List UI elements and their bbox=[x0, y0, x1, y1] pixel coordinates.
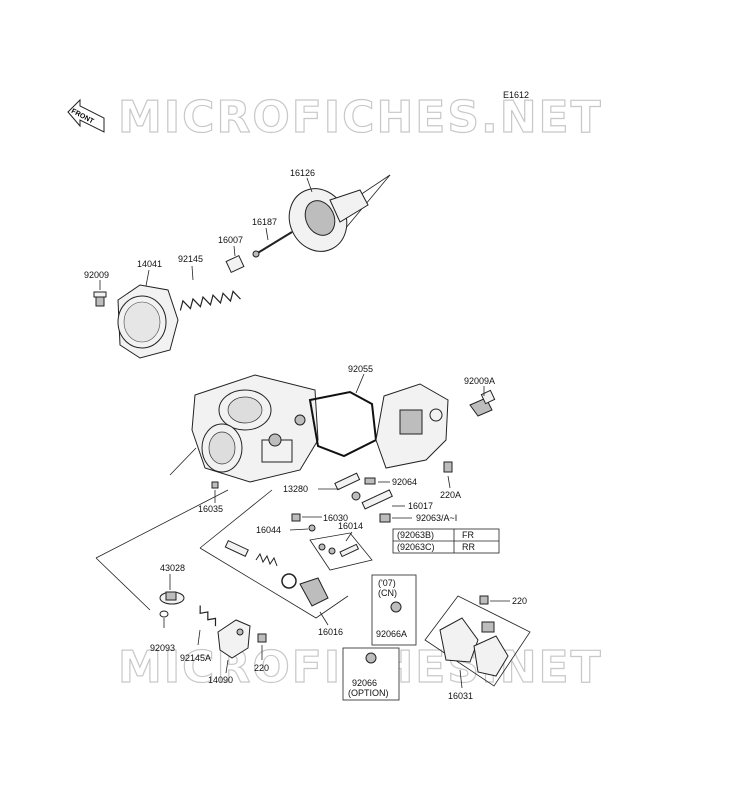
label-16035: 16035 bbox=[198, 504, 223, 514]
label-14041: 14041 bbox=[137, 259, 162, 269]
front-arrow-icon: FRONT bbox=[67, 98, 105, 133]
float-assembly bbox=[424, 595, 531, 687]
starter-plunger bbox=[224, 539, 329, 607]
label-220A: 220A bbox=[440, 490, 461, 500]
label-92066A: 92066A bbox=[376, 629, 407, 639]
label-43028: 43028 bbox=[160, 563, 185, 573]
leader-line bbox=[355, 373, 365, 394]
jet-position-table: (92063B) FR (92063C) RR bbox=[392, 528, 500, 554]
choke-cover bbox=[217, 619, 251, 659]
option-note: (OPTION) bbox=[348, 688, 389, 698]
bowl-screw bbox=[469, 389, 496, 417]
leader-line bbox=[265, 227, 269, 241]
label-220-float: 220 bbox=[512, 596, 527, 606]
pilot-screw-set bbox=[309, 532, 373, 571]
cn-model-box: ('07) (CN) 92066A bbox=[371, 574, 417, 646]
label-14090: 14090 bbox=[208, 675, 233, 685]
leader-line bbox=[191, 265, 194, 281]
leader-line bbox=[197, 629, 201, 646]
label-16044: 16044 bbox=[256, 525, 281, 535]
main-jet-holder bbox=[364, 477, 376, 485]
needle-clip bbox=[252, 250, 260, 258]
label-16017: 16017 bbox=[408, 501, 433, 511]
vacuum-piston-diaphragm bbox=[288, 188, 369, 252]
needle-jet bbox=[361, 489, 393, 510]
pilot-screw-part bbox=[211, 481, 219, 489]
pilot-jet bbox=[291, 513, 301, 522]
label-92009A: 92009A bbox=[464, 376, 495, 386]
leader-line bbox=[95, 489, 229, 559]
cn-note-region: (CN) bbox=[378, 588, 397, 598]
carburetor-top-cover bbox=[117, 284, 179, 359]
label-13280: 13280 bbox=[283, 484, 308, 494]
label-16126: 16126 bbox=[290, 168, 315, 178]
option-box: 92066 (OPTION) bbox=[342, 647, 400, 701]
jet-table-row-1-position: FR bbox=[462, 530, 474, 540]
choke-cover-screw bbox=[257, 633, 267, 643]
label-92055: 92055 bbox=[348, 364, 373, 374]
jet-needle bbox=[255, 231, 293, 255]
cn-note-year: ('07) bbox=[378, 578, 396, 588]
float-bowl-gasket bbox=[308, 390, 378, 458]
jet-table-row-1-part: (92063B) bbox=[397, 530, 434, 540]
label-92064: 92064 bbox=[392, 477, 417, 487]
label-220-choke: 220 bbox=[254, 663, 269, 673]
piston-spring bbox=[179, 290, 241, 311]
label-16031: 16031 bbox=[448, 691, 473, 701]
watermark-top: MICROFICHES.NET bbox=[118, 92, 603, 143]
label-16187: 16187 bbox=[252, 217, 277, 227]
label-16016: 16016 bbox=[318, 627, 343, 637]
float-pin-screw bbox=[479, 595, 489, 605]
leader-line bbox=[199, 489, 273, 549]
label-16007: 16007 bbox=[218, 235, 243, 245]
leader-line bbox=[319, 611, 329, 626]
o-ring bbox=[159, 610, 169, 618]
float-bowl-chamber bbox=[375, 383, 449, 469]
plug-92066 bbox=[365, 652, 377, 664]
label-16014: 16014 bbox=[338, 521, 363, 531]
plug-92066A bbox=[390, 601, 402, 613]
carburetor-body bbox=[191, 374, 319, 483]
label-92009: 92009 bbox=[84, 270, 109, 280]
leader-line bbox=[95, 557, 151, 611]
choke-cable-bracket bbox=[159, 591, 185, 605]
label-16030: 16030 bbox=[323, 513, 348, 523]
vent-pipe bbox=[334, 472, 361, 501]
jet-table-row-2-position: RR bbox=[462, 542, 475, 552]
label-92093: 92093 bbox=[150, 643, 175, 653]
leader-line bbox=[145, 269, 150, 287]
leader-line bbox=[233, 245, 236, 257]
leader-line bbox=[169, 447, 197, 476]
needle-holder bbox=[225, 254, 245, 274]
leader-line bbox=[199, 547, 349, 619]
choke-spring bbox=[199, 605, 217, 627]
diagram-code: E1612 bbox=[503, 90, 529, 100]
jet-table-row-2-part: (92063C) bbox=[397, 542, 435, 552]
leader-line bbox=[289, 528, 309, 531]
leader-line bbox=[459, 669, 463, 689]
drain-screw bbox=[443, 461, 453, 473]
o-ring-small bbox=[308, 524, 316, 532]
label-92145: 92145 bbox=[178, 254, 203, 264]
leader-line bbox=[225, 659, 229, 674]
main-jet bbox=[379, 513, 391, 523]
leader-line bbox=[345, 531, 353, 542]
leader-line bbox=[447, 475, 451, 489]
leader-line bbox=[306, 177, 313, 193]
label-92066: 92066 bbox=[352, 678, 377, 688]
label-92145A: 92145A bbox=[180, 653, 211, 663]
label-92063: 92063/A~I bbox=[416, 513, 457, 523]
cover-screw bbox=[93, 291, 107, 307]
